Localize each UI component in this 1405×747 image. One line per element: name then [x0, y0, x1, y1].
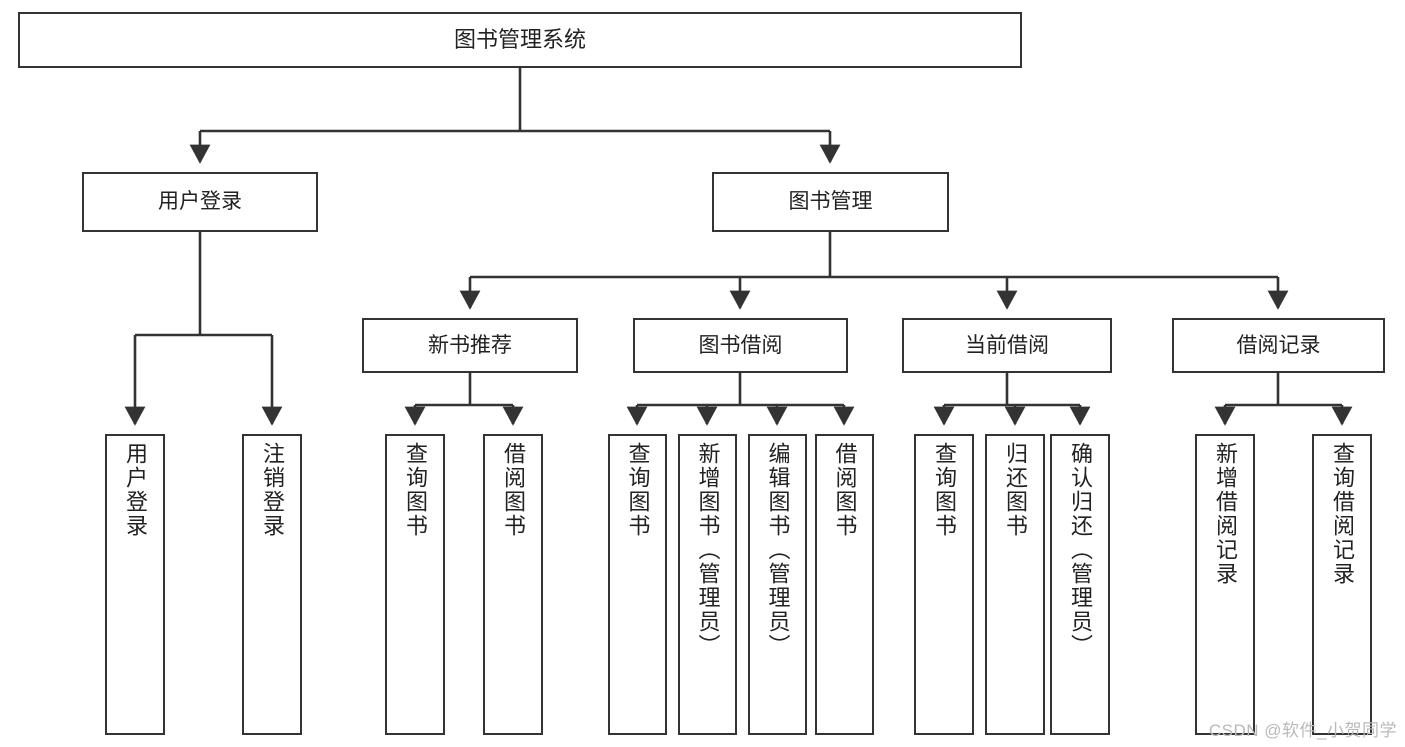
- node-leaf-confirm-return-label: 确认归还（管理员）: [1068, 442, 1093, 658]
- node-book-borrow[interactable]: 图书借阅: [633, 318, 848, 373]
- node-leaf-query-borrow-record-label: 查询借阅记录: [1330, 442, 1355, 586]
- watermark: CSDN @软件_小贺同学: [1208, 721, 1397, 740]
- node-leaf-borrow-book-2[interactable]: 借阅图书: [815, 434, 874, 735]
- node-leaf-query-book-2[interactable]: 查询图书: [608, 434, 667, 735]
- node-leaf-return-book[interactable]: 归还图书: [985, 434, 1045, 735]
- node-leaf-query-book-1[interactable]: 查询图书: [385, 434, 445, 735]
- node-leaf-logout-label: 注销登录: [260, 442, 285, 538]
- node-borrow-record[interactable]: 借阅记录: [1172, 318, 1385, 373]
- node-new-book-recommend-label: 新书推荐: [428, 333, 512, 357]
- node-leaf-return-book-label: 归还图书: [1003, 442, 1028, 538]
- node-user-login[interactable]: 用户登录: [82, 172, 318, 232]
- node-user-login-label: 用户登录: [158, 190, 242, 214]
- node-current-borrow[interactable]: 当前借阅: [902, 318, 1112, 373]
- node-book-management-label: 图书管理: [788, 190, 873, 214]
- node-leaf-add-borrow-record-label: 新增借阅记录: [1213, 442, 1238, 586]
- node-root[interactable]: 图书管理系统: [18, 12, 1022, 68]
- node-leaf-query-book-3-label: 查询图书: [932, 442, 957, 538]
- node-leaf-edit-book[interactable]: 编辑图书（管理员）: [748, 434, 807, 735]
- node-leaf-query-book-2-label: 查询图书: [625, 442, 651, 538]
- node-leaf-add-borrow-record[interactable]: 新增借阅记录: [1195, 434, 1255, 735]
- node-leaf-add-book-label: 新增图书（管理员）: [695, 442, 721, 658]
- node-leaf-add-book[interactable]: 新增图书（管理员）: [678, 434, 737, 735]
- node-leaf-user-login-label: 用户登录: [123, 442, 148, 538]
- node-leaf-confirm-return[interactable]: 确认归还（管理员）: [1050, 434, 1110, 735]
- node-leaf-borrow-book-2-label: 借阅图书: [832, 442, 858, 538]
- node-leaf-borrow-book-1[interactable]: 借阅图书: [483, 434, 543, 735]
- node-leaf-query-book-3[interactable]: 查询图书: [914, 434, 974, 735]
- node-leaf-query-borrow-record[interactable]: 查询借阅记录: [1312, 434, 1372, 735]
- node-leaf-user-login[interactable]: 用户登录: [105, 434, 165, 735]
- node-leaf-query-book-1-label: 查询图书: [403, 442, 428, 538]
- node-leaf-logout[interactable]: 注销登录: [242, 434, 302, 735]
- node-new-book-recommend[interactable]: 新书推荐: [362, 318, 578, 373]
- node-book-management[interactable]: 图书管理: [712, 172, 949, 232]
- node-leaf-borrow-book-1-label: 借阅图书: [501, 442, 526, 538]
- node-book-borrow-label: 图书借阅: [698, 333, 783, 357]
- node-current-borrow-label: 当前借阅: [965, 333, 1049, 357]
- node-borrow-record-label: 借阅记录: [1236, 333, 1321, 357]
- node-leaf-edit-book-label: 编辑图书（管理员）: [765, 442, 791, 658]
- node-root-label: 图书管理系统: [453, 26, 586, 52]
